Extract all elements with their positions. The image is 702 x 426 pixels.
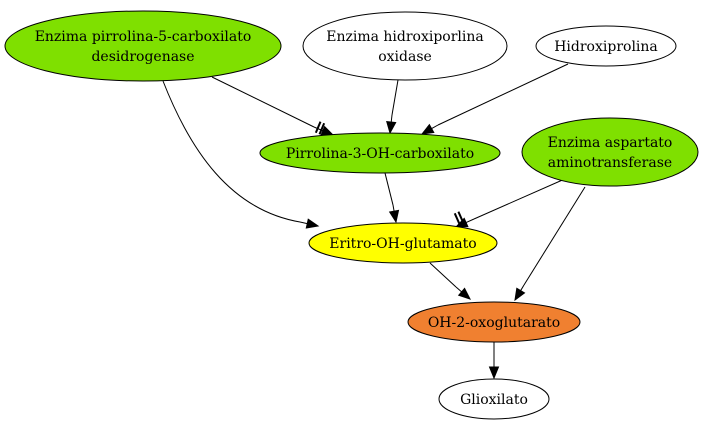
node-ellipse — [438, 378, 550, 420]
edge-aspartate_aminotransferase-to-oh_2_oxoglutarate — [514, 186, 586, 302]
edge-oh_2_oxoglutarate-to-glyoxylate — [488, 342, 500, 380]
node-pyrroline-3oh-carboxylate: Pirrolina-3-OH-carboxilato — [259, 132, 501, 174]
arrowhead-icon — [420, 123, 435, 135]
edge-line — [473, 177, 568, 220]
edge-hydroxyproline_oxidase-to-pyrroline_3oh_carboxylate — [386, 79, 399, 135]
edge-erythro_oh_glutamate-to-oh_2_oxoglutarate — [429, 262, 472, 300]
node-aspartate-aminotransferase: Enzima aspartato aminotransferase — [521, 117, 699, 187]
node-label: aminotransferase — [548, 155, 672, 171]
node-ellipse — [521, 117, 699, 187]
node-label: Glioxilato — [460, 392, 528, 408]
arrowhead-icon — [305, 218, 320, 229]
inhibition-mark-icon — [314, 121, 322, 134]
node-ellipse — [259, 132, 501, 174]
node-hydroxyproline: Hidroxiprolina — [535, 25, 677, 67]
edge-p5c_dehydrogenase-to-pyrroline_3oh_carboxylate — [211, 76, 335, 136]
node-label: OH-2-oxoglutarato — [428, 315, 560, 331]
nodes-layer: Enzima pirrolina-5-carboxilato desidrogen… — [4, 10, 699, 420]
edge-line — [391, 79, 399, 116]
edge-aspartate_aminotransferase-to-erythro_oh_glutamate — [453, 177, 568, 228]
inhibition-mark-icon — [457, 211, 465, 224]
inhibition-mark-icon — [453, 212, 461, 225]
node-label: Hidroxiprolina — [554, 39, 658, 55]
node-erythro-oh-glutamate: Eritro-OH-glutamato — [308, 222, 498, 264]
edges-layer — [162, 63, 586, 380]
edge-line — [384, 172, 394, 206]
node-glyoxylate: Glioxilato — [438, 378, 550, 420]
node-ellipse — [4, 10, 282, 82]
edge-line — [162, 80, 301, 223]
node-label: desidrogenase — [91, 49, 194, 65]
node-label: Enzima pirrolina-5-carboxilato — [35, 29, 252, 45]
edge-line — [437, 63, 569, 126]
edge-connector — [392, 204, 395, 212]
node-ellipse — [407, 301, 581, 343]
edge-connector — [299, 221, 308, 225]
arrowhead-icon — [514, 287, 526, 302]
inhibition-mark-icon — [318, 122, 326, 135]
arrowhead-icon — [454, 217, 469, 228]
arrowhead-icon — [386, 120, 397, 135]
edge-line — [429, 262, 457, 288]
node-label: oxidase — [378, 49, 432, 65]
node-ellipse — [535, 25, 677, 67]
node-label: Enzima hidroxiporlina — [326, 29, 484, 45]
edge-connector — [455, 286, 462, 293]
node-hydroxyproline-oxidase: Enzima hidroxiporlina oxidase — [302, 11, 508, 81]
arrowhead-icon — [457, 287, 472, 300]
edge-connector — [520, 284, 525, 291]
node-p5c-dehydrogenase: Enzima pirrolina-5-carboxilato desidrogen… — [4, 10, 282, 82]
edge-connector — [431, 124, 439, 130]
arrowhead-icon — [488, 366, 500, 380]
edge-line — [211, 76, 315, 128]
node-label: Eritro-OH-glutamato — [329, 236, 476, 252]
edge-p5c_dehydrogenase-to-erythro_oh_glutamate — [162, 80, 320, 229]
node-label: Pirrolina-3-OH-carboxilato — [286, 146, 474, 162]
node-oh-2-oxoglutarate: OH-2-oxoglutarato — [407, 301, 581, 343]
edge-connector — [390, 114, 393, 123]
node-label: Enzima aspartato — [548, 135, 673, 151]
edge-hydroxyproline-to-pyrroline_3oh_carboxylate — [420, 63, 569, 135]
edge-line — [523, 186, 586, 286]
node-ellipse — [308, 222, 498, 264]
edge-pyrroline_3oh_carboxylate-to-erythro_oh_glutamate — [384, 172, 400, 224]
arrowhead-icon — [388, 209, 400, 224]
node-ellipse — [302, 11, 508, 81]
edge-connector — [465, 218, 475, 223]
